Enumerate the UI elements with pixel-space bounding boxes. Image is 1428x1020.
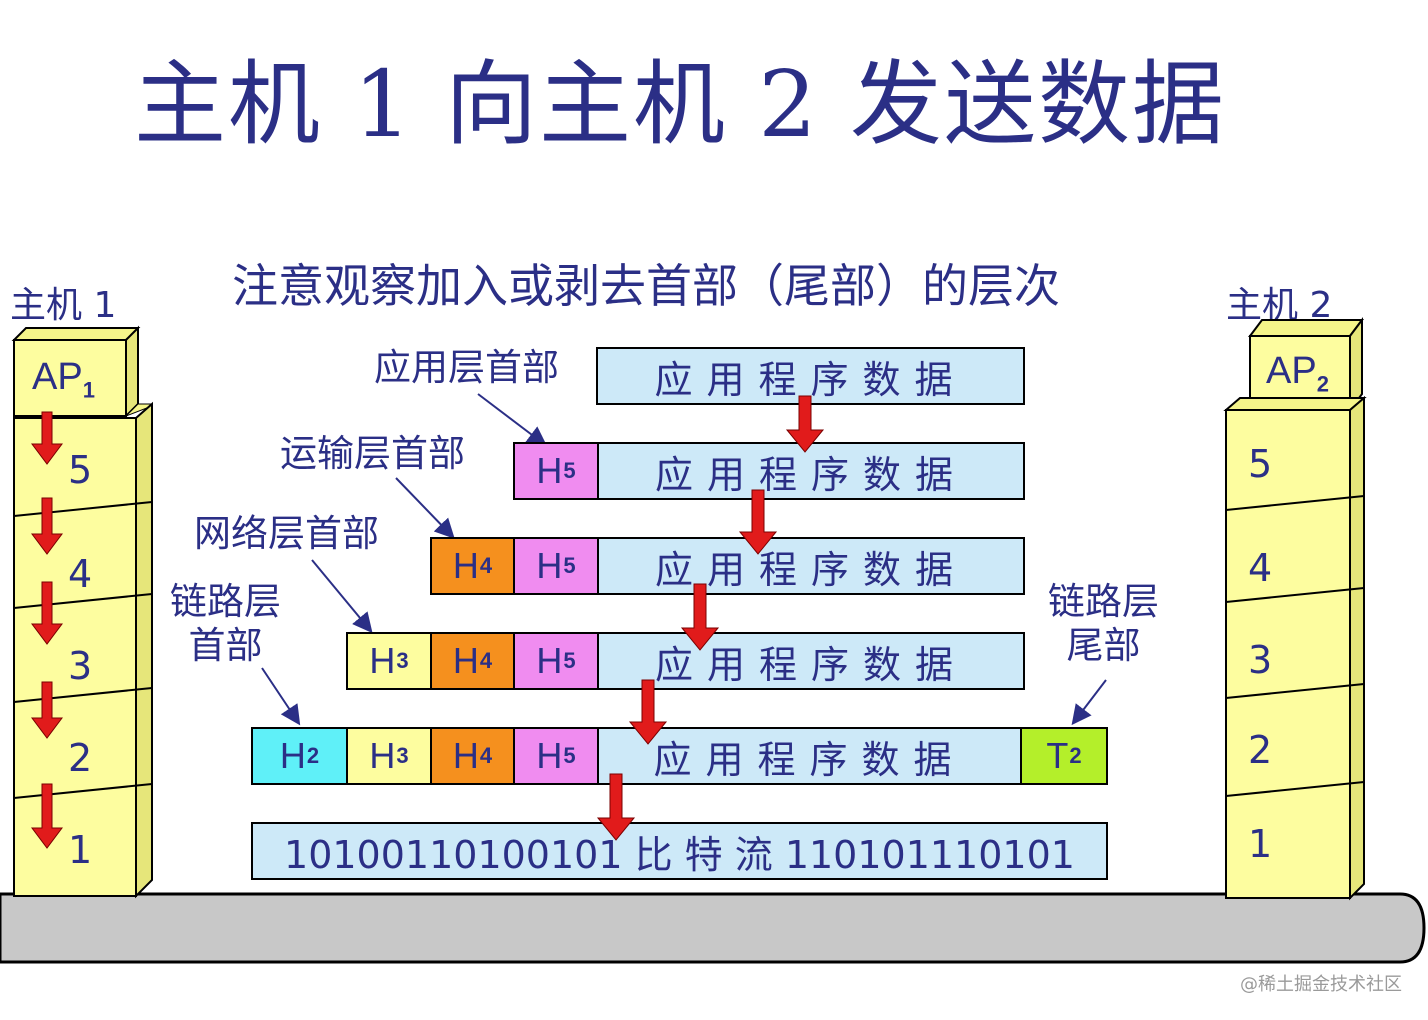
host2-layer-4: 4 [1248,546,1273,590]
pdu-application: 应用程序数据 [596,347,1025,405]
app-data-cell: 应用程序数据 [598,349,1023,403]
host1-label: 主机 1 [10,285,117,326]
page-title: 主机 1 向主机 2 发送数据 [133,51,1227,158]
host1-layer-3: 3 [68,644,93,688]
host1-ap-label: AP1 [32,356,95,403]
host1-layer-5: 5 [68,448,93,492]
host1-layer-2: 2 [68,736,93,780]
annotation-link-header: 链路层 首部 [170,580,281,667]
host2-layer-1: 1 [1248,822,1273,866]
annotation-app-header: 应用层首部 [374,346,559,389]
network-cable [0,892,1426,964]
watermark: @稀土掘金技术社区 [1240,974,1402,995]
annotation-network-header: 网络层首部 [194,512,379,555]
host1-stack-3d [11,325,153,899]
app-data-cell: 应用程序数据 [599,729,1022,783]
host2-ap-label: AP2 [1266,350,1329,397]
subtitle: 注意观察加入或剥去首部（尾部）的层次 [232,259,1060,313]
bitstream-bar: 10100110100101 比 特 流 110101110101 [251,822,1108,880]
host2-layer-5: 5 [1248,442,1273,486]
annotation-link-trailer: 链路层 尾部 [1048,580,1159,667]
host1-layer-4: 4 [68,552,93,596]
app-data-cell: 应用程序数据 [599,634,1023,688]
app-data-cell: 应用程序数据 [599,444,1023,498]
host2-layer-2: 2 [1248,728,1273,772]
annotation-transport-header: 运输层首部 [280,432,465,475]
host2-layer-3: 3 [1248,638,1273,682]
host1-layer-1: 1 [68,828,93,872]
host2-stack-3d [1223,317,1367,901]
